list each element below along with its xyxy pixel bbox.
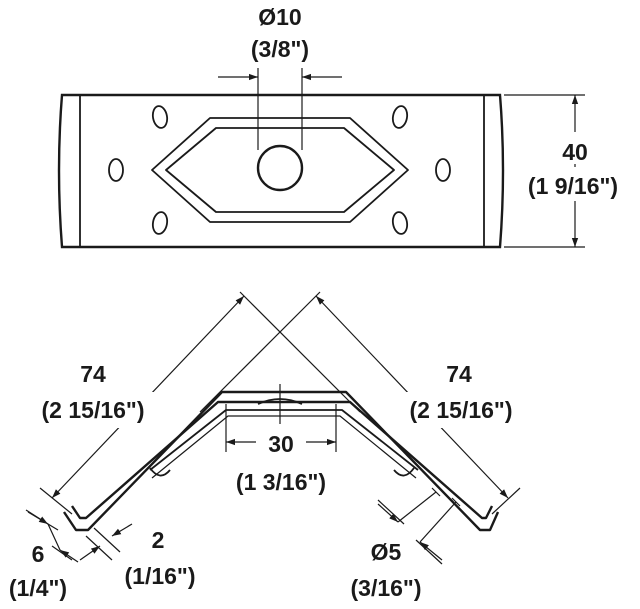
- hole-dim-metric: Ø10: [258, 4, 301, 30]
- bracket-profile-outer: [63, 390, 500, 532]
- hole-dim-imperial: (3/8"): [251, 36, 309, 62]
- lip-dim-arrow-b: [59, 549, 79, 563]
- height-dim-metric: 40: [562, 139, 588, 165]
- side-view: 74 (2 15/16") 74 (2 15/16") 30 (1 3/16")…: [9, 291, 544, 601]
- top-view: Ø10 (3/8") 40 (1 9/16"): [57, 4, 638, 249]
- embossed-rib-outer: [151, 117, 409, 223]
- lip-dim-metric: 6: [32, 541, 45, 567]
- plate-outline: [57, 93, 505, 249]
- thickness-dim-metric: 2: [152, 527, 165, 553]
- small-hole-dim-metric: Ø5: [371, 539, 402, 565]
- thickness-dim-arrow-b: [111, 523, 133, 537]
- embossed-rib-inner: [165, 127, 395, 213]
- small-hole-dim-imperial: (3/16"): [351, 575, 422, 601]
- small-hole-dim-arrow-b: [419, 541, 443, 561]
- lip-dim-imperial: (1/4"): [9, 575, 67, 601]
- right-leg-dim-metric: 74: [446, 361, 472, 387]
- lip-dim-arrow-a: [25, 509, 49, 525]
- thickness-dim-arrow-a: [79, 545, 101, 561]
- thickness-dim-imperial: (1/16"): [125, 563, 196, 589]
- center-hole: [256, 144, 304, 192]
- right-leg-dim-imperial: (2 15/16"): [410, 397, 513, 423]
- left-leg-dim-metric: 74: [80, 361, 106, 387]
- bracket-profile-inner: [71, 400, 494, 520]
- flat-dim-metric: 30: [268, 431, 294, 457]
- mounting-holes: [108, 105, 451, 235]
- flat-dim-imperial: (1 3/16"): [236, 469, 326, 495]
- small-hole-dim-arrow-a: [377, 503, 399, 523]
- height-dim-imperial: (1 9/16"): [528, 173, 618, 199]
- left-leg-dim-imperial: (2 15/16"): [42, 397, 145, 423]
